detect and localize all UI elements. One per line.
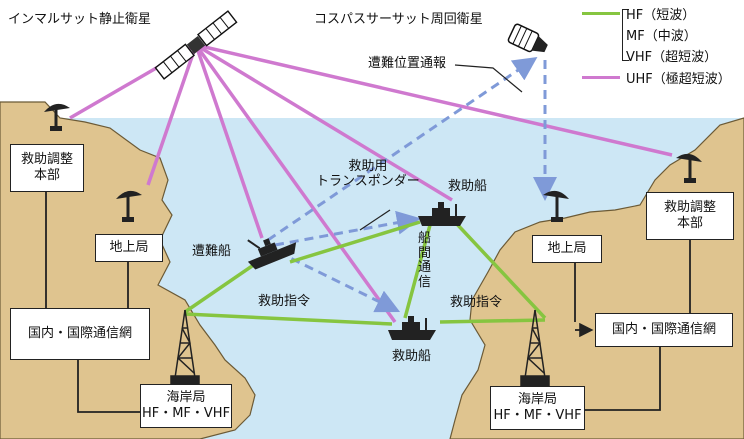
leader-lines xyxy=(359,64,523,231)
left-network-box: 国内・国際通信網 xyxy=(10,308,150,360)
ship-to-ship-char-3: 通 xyxy=(418,260,432,276)
right-ground-station-label: 地上局 xyxy=(547,241,587,257)
antenna-dish-icon-right-ground xyxy=(543,190,569,222)
ship-to-ship-char-2: 間 xyxy=(418,245,432,261)
legend-label-mf: MF（中波） xyxy=(626,29,697,44)
right-rcc-line1: 救助調整 xyxy=(663,200,716,216)
antenna-dish-icon-left-rcc xyxy=(44,103,70,131)
ship-icon-distress xyxy=(247,238,297,270)
orbital-satellite-icon xyxy=(507,23,548,53)
legend: HF（短波） MF（中波） VHF（超短波） UHF（極超短波） xyxy=(582,3,742,87)
legend-bracket xyxy=(622,9,629,61)
left-coast-station-line1: 海岸局 xyxy=(166,390,206,406)
network-connectors xyxy=(45,192,691,413)
hf-mf-vhf-links xyxy=(184,220,547,326)
rescue-transponder-line1: 救助用 xyxy=(348,159,388,174)
rescue-ship-top-label: 救助船 xyxy=(448,179,488,194)
right-coast-station-box: 海岸局 HF・MF・VHF xyxy=(490,386,585,430)
legend-label-vhf: VHF（超短波） xyxy=(626,50,718,65)
legend-label-hf: HF（短波） xyxy=(626,8,696,23)
ship-icon-rescue-top xyxy=(418,202,466,226)
rescue-transponder-label: 救助用 トランスポンダー xyxy=(316,159,420,190)
right-rcc-box: 救助調整 本部 xyxy=(646,192,734,240)
legend-item-uhf: UHF（極超短波） xyxy=(582,67,742,87)
rescue-command-right-label: 救助指令 xyxy=(450,295,503,310)
rescue-transponder-line2: トランスポンダー xyxy=(316,173,420,189)
right-ground-station-box: 地上局 xyxy=(532,235,602,263)
left-coast-station-line2: HF・MF・VHF xyxy=(141,406,231,421)
radio-tower-icon-right xyxy=(520,309,550,389)
ship-to-ship-char-4: 信 xyxy=(418,274,432,290)
legend-item-mf: MF（中波） xyxy=(582,24,742,44)
rescue-ship-bottom-label: 救助船 xyxy=(392,349,432,364)
left-rcc-line2: 本部 xyxy=(33,168,60,183)
right-network-label: 国内・国際通信網 xyxy=(611,322,716,338)
right-coast-station-line2: HF・MF・VHF xyxy=(493,408,582,423)
left-network-label: 国内・国際通信網 xyxy=(27,326,132,342)
satellite-icon xyxy=(154,10,238,80)
right-coast-station-line1: 海岸局 xyxy=(517,392,557,408)
cospas-sarsat-label: コスパスサーサット周回衛星 xyxy=(314,12,483,27)
left-ground-station-box: 地上局 xyxy=(95,234,163,262)
distress-position-label: 遭難位置通報 xyxy=(368,56,447,71)
legend-label-uhf: UHF（極超短波） xyxy=(626,72,731,87)
left-rcc-box: 救助調整 本部 xyxy=(10,144,84,192)
right-rcc-line2: 本部 xyxy=(676,216,703,231)
ship-to-ship-label: 船 間 通 信 xyxy=(418,231,432,290)
right-network-box: 国内・国際通信網 xyxy=(595,313,733,347)
inmarsat-label: インマルサット静止衛星 xyxy=(8,12,152,27)
legend-swatch-hf xyxy=(582,12,620,15)
uhf-links xyxy=(69,43,673,324)
left-ground-station-label: 地上局 xyxy=(109,240,149,256)
rescue-command-left-label: 救助指令 xyxy=(258,294,311,309)
left-coast-station-box: 海岸局 HF・MF・VHF xyxy=(140,384,232,428)
antenna-dish-icon-left-ground xyxy=(116,190,142,222)
legend-swatch-uhf xyxy=(582,76,620,79)
legend-item-hf: HF（短波） xyxy=(582,3,742,23)
distress-ship-label: 遭難船 xyxy=(192,244,232,259)
antenna-dish-icon-right-rcc xyxy=(676,153,702,183)
left-rcc-line1: 救助調整 xyxy=(20,152,73,168)
legend-item-vhf: VHF（超短波） xyxy=(582,45,742,65)
ship-icon-rescue-bottom xyxy=(388,316,436,340)
ship-to-ship-char-1: 船 xyxy=(418,231,432,246)
